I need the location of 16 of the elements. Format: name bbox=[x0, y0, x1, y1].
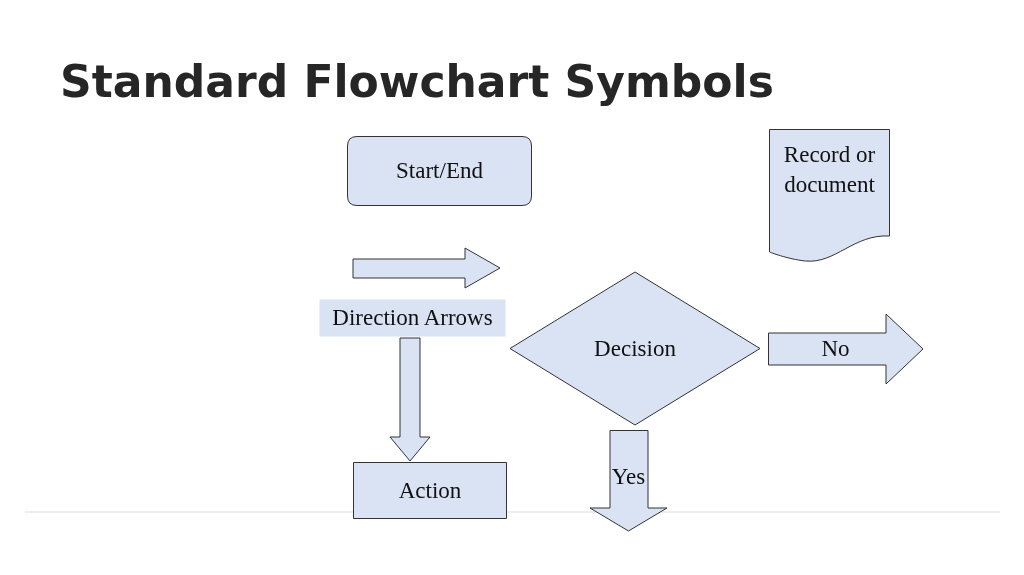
node-label: Record or document bbox=[782, 141, 877, 199]
node-label: Action bbox=[398, 477, 462, 505]
document-shape bbox=[769, 129, 890, 262]
block-arrow bbox=[768, 314, 923, 384]
block-arrow bbox=[590, 430, 667, 531]
node-label: Start/End bbox=[396, 157, 483, 185]
node-label: Direction Arrows bbox=[332, 304, 493, 332]
node-label: Decision bbox=[594, 335, 676, 363]
terminator-box bbox=[347, 136, 532, 206]
slide-title: Standard Flowchart Symbols bbox=[60, 56, 774, 107]
node-label: No bbox=[821, 335, 850, 363]
block-arrow bbox=[389, 337, 431, 462]
decision-diamond bbox=[510, 272, 760, 425]
label-box bbox=[319, 299, 506, 337]
process-box bbox=[353, 462, 507, 519]
node-label: Yes bbox=[611, 463, 646, 491]
